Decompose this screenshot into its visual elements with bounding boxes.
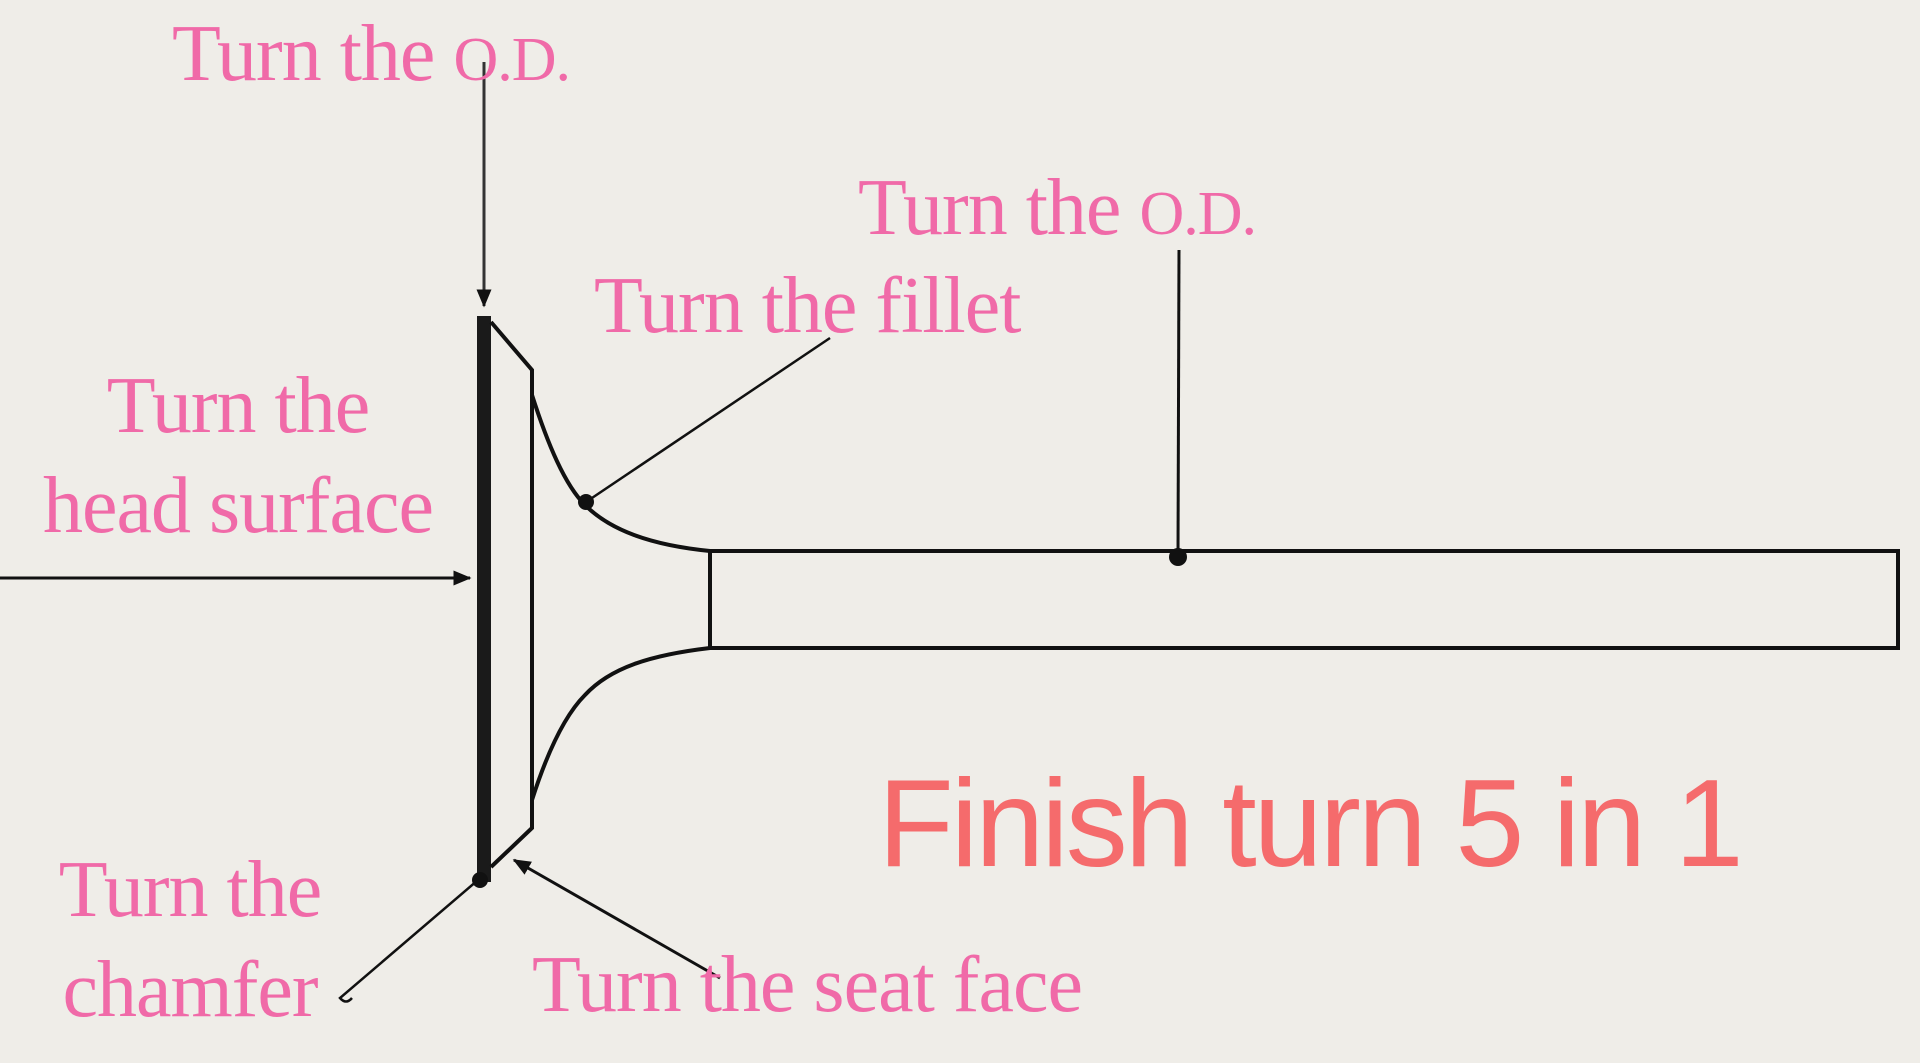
valve-head-margin [489, 320, 534, 869]
label-turn-chamfer-line2: chamfer [62, 946, 318, 1034]
leader-right-od [1176, 249, 1181, 556]
label-turn-seat-face: Turn the seat face [532, 941, 1083, 1029]
label-turn-od-right-prefix: Turn the [858, 164, 1121, 252]
leader-fillet-dot [578, 494, 594, 510]
leader-fillet [585, 336, 831, 504]
label-turn-head-surface-line1: Turn the [106, 362, 370, 450]
label-turn-od-top: Turn the O.D. [172, 14, 571, 94]
label-turn-chamfer-line1: Turn the [58, 846, 322, 934]
leader-chamfer [338, 879, 479, 1003]
label-turn-fillet: Turn the fillet [594, 262, 1021, 350]
valve-head-face [477, 316, 491, 882]
headline-finish-turn: Finish turn 5 in 1 [878, 755, 1744, 893]
label-turn-od-top-prefix: Turn the [172, 10, 435, 98]
label-turn-od-right: Turn the O.D. [858, 168, 1257, 248]
label-turn-chamfer: Turn the chamfer [40, 840, 340, 1040]
leader-right-od-dot [1169, 548, 1187, 566]
label-turn-head-surface: Turn the head surface [18, 356, 458, 556]
label-turn-head-surface-line2: head surface [43, 462, 434, 550]
valve-fillet-lower [530, 646, 711, 801]
valve-fillet-upper [530, 394, 711, 553]
label-turn-od-right-suffix: O.D. [1139, 180, 1257, 248]
leader-seat-face [512, 858, 721, 980]
leader-chamfer-dot [472, 872, 488, 888]
label-turn-od-top-suffix: O.D. [453, 26, 571, 94]
valve-stem [708, 549, 1900, 650]
